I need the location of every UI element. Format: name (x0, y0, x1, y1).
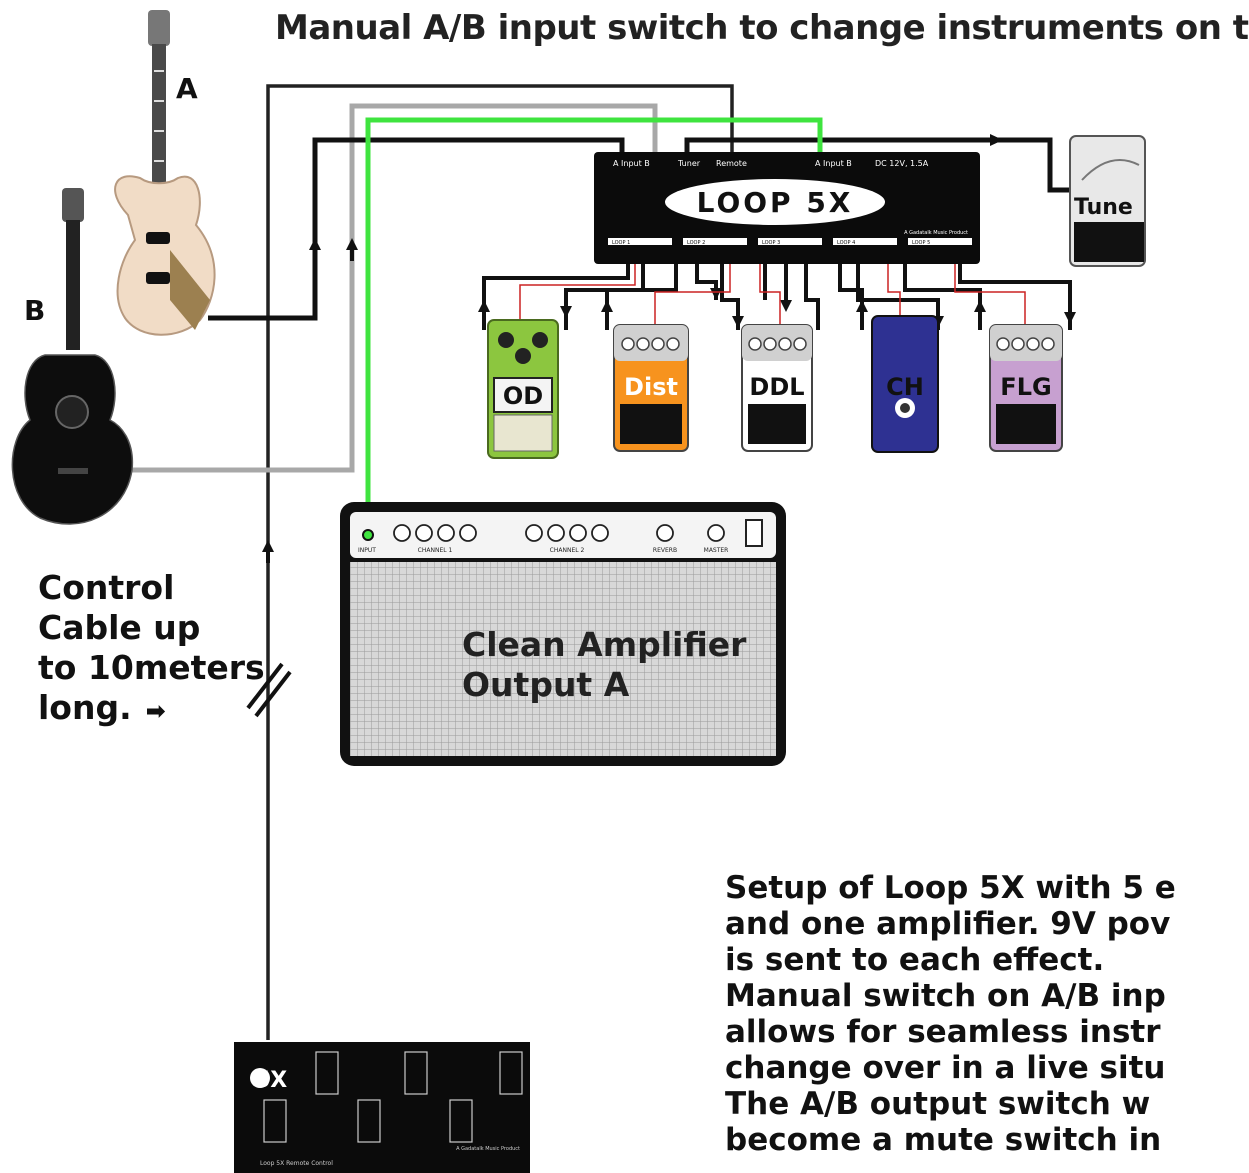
description-line-6: change over in a live situ (725, 1050, 1166, 1086)
tuner-pedal (1069, 135, 1146, 267)
right-arrow-icon: ➡ (145, 697, 166, 725)
description-line-5: allows for seamless instr (725, 1014, 1161, 1050)
tuner-cable (684, 137, 1080, 193)
green-cable (365, 117, 823, 535)
description-line-4: Manual switch on A/B inp (725, 978, 1166, 1014)
pedal-ch-label: CH (886, 373, 924, 401)
loop-label-3: LOOP 3 (762, 240, 780, 246)
pedal-od-label: OD (503, 382, 543, 410)
loop-top-label-input-a: A Input B (613, 159, 650, 168)
power-wires (519, 262, 1026, 330)
pedal-od (487, 319, 559, 459)
amp-label-reverb: REVERB (653, 547, 677, 554)
pedal-ddl (741, 324, 813, 452)
amp-label-channel-2: CHANNEL 2 (550, 547, 585, 554)
loop-label-5: LOOP 5 (912, 240, 930, 246)
loop-top-label-dc: DC 12V, 1.5A (875, 159, 929, 168)
amp-title-line-1: Clean Amplifier (462, 625, 747, 664)
control-cable-note: Control Cable up to 10meters long. ➡ (38, 568, 265, 731)
guitar-a-label: A (176, 72, 198, 105)
description-line-7: The A/B output switch w (725, 1086, 1151, 1122)
loop-label-bar (608, 238, 972, 245)
remote-logo: 5X (255, 1068, 287, 1093)
amp-title: Clean Amplifier Output A (462, 625, 746, 705)
amp-label-input: INPUT (358, 547, 376, 554)
description-line-1: Setup of Loop 5X with 5 e (725, 870, 1176, 906)
description-line-8: become a mute switch in (725, 1122, 1162, 1158)
loop-5x-logo: LOOP 5X (697, 186, 854, 219)
remote-controller (234, 1042, 530, 1173)
amp-label-master: MASTER (704, 547, 729, 554)
black-cable-guitar-a (208, 137, 625, 321)
loop-label-1: LOOP 1 (612, 240, 630, 246)
loop-top-label-input-b: A Input B (815, 159, 852, 168)
acoustic-guitar-b (11, 188, 134, 525)
pedal-ddl-label: DDL (749, 373, 804, 401)
tuner-label: Tune (1074, 195, 1133, 220)
remote-footer-left: Loop 5X Remote Control (260, 1160, 333, 1167)
description: Setup of Loop 5X with 5 e and one amplif… (725, 870, 1176, 1158)
diagram-title: Manual A/B input switch to change instru… (275, 8, 1249, 48)
loop-cables (482, 262, 1072, 330)
control-cable-line-2: Cable up (38, 608, 201, 647)
pedal-flg-label: FLG (1000, 373, 1051, 401)
loop-jack-markers (608, 250, 972, 256)
control-cable-line-3: to 10meters (38, 648, 265, 687)
loop-brand-label: A Gadatalk Music Product (904, 230, 968, 236)
guitar-b-label: B (24, 294, 45, 327)
description-line-2: and one amplifier. 9V pov (725, 906, 1171, 942)
loop-label-2: LOOP 2 (687, 240, 705, 246)
pedal-dist-label: Dist (624, 373, 678, 401)
control-cable-line-4: long. (38, 688, 132, 727)
loop-label-4: LOOP 4 (837, 240, 855, 246)
loop-5x-logo-badge (665, 179, 885, 225)
amp-title-line-2: Output A (462, 665, 630, 704)
loop-top-label-remote: Remote (716, 159, 747, 168)
loop-5x-unit (594, 152, 980, 264)
description-line-3: is sent to each effect. (725, 942, 1105, 978)
control-cable-line-1: Control (38, 568, 175, 607)
electric-guitar-a (114, 10, 216, 336)
cable-arrows (262, 134, 1003, 563)
pedal-flg (989, 324, 1063, 452)
amp-label-channel-1: CHANNEL 1 (418, 547, 453, 554)
loop-top-label-tuner: Tuner (677, 159, 701, 168)
pedal-dist (613, 324, 689, 452)
amplifier (340, 502, 786, 766)
cable-break-mark (246, 662, 292, 718)
pedal-ch (871, 315, 939, 453)
loop-arrows (478, 288, 1076, 328)
remote-footer-right: A Gadatalk Music Product (456, 1146, 520, 1152)
